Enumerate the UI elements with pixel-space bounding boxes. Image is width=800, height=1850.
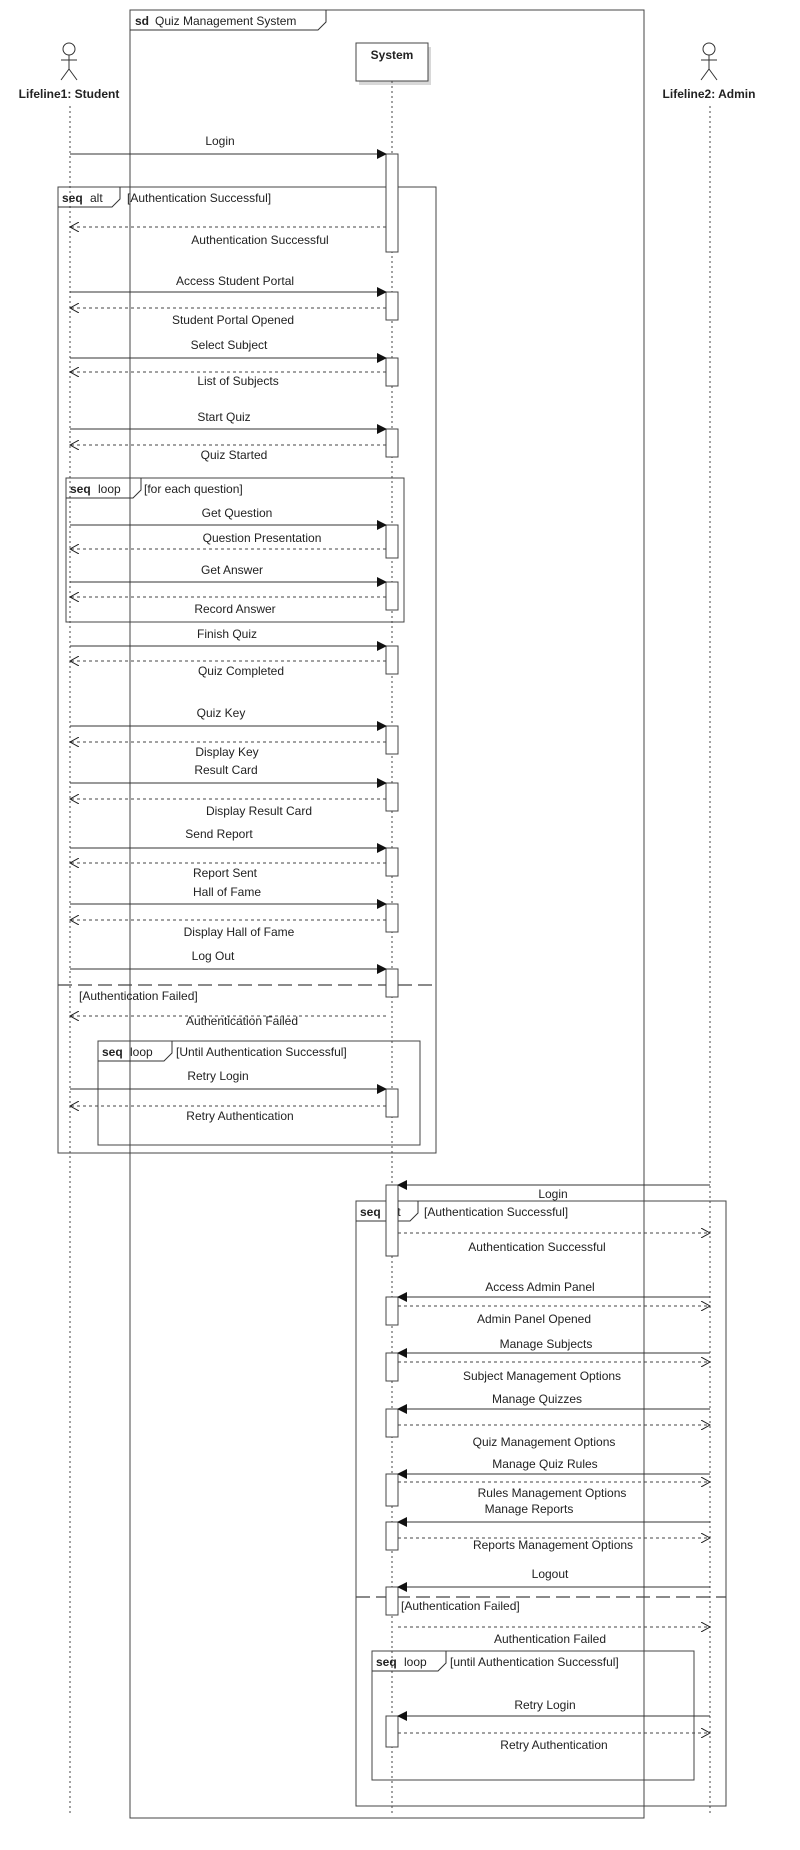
message-label: Authentication Failed (494, 1632, 606, 1646)
student-loop2-guard: [Until Authentication Successful] (176, 1045, 347, 1059)
message-label: Authentication Successful (468, 1240, 605, 1254)
activation-bar (385, 1352, 399, 1382)
message-label: Quiz Started (201, 448, 268, 462)
activation-bar (385, 1473, 399, 1507)
admin-alt-guard: [Authentication Successful] (424, 1205, 568, 1219)
sd-frame-title: Quiz Management System (155, 14, 296, 28)
participant-student: Lifeline1: Student (19, 42, 120, 1816)
message-label: Retry Login (514, 1698, 575, 1712)
activation-bar (385, 428, 399, 458)
message-label: Manage Quiz Rules (492, 1457, 597, 1471)
admin-loop-guard: [until Authentication Successful] (450, 1655, 619, 1669)
activation-bar (385, 1715, 399, 1748)
message-label: Select Subject (191, 338, 268, 352)
student-alt-keyword: seq (62, 191, 83, 205)
student-loop1-keyword: seq (70, 482, 91, 496)
activation-bar (385, 968, 399, 998)
admin-loop-operator: loop (404, 1655, 427, 1669)
message-label: Quiz Completed (198, 664, 284, 678)
student-loop-fragment-retry: seq loop [Until Authentication Successfu… (97, 1040, 421, 1146)
message-label: Retry Authentication (186, 1109, 293, 1123)
activation-bar (385, 581, 399, 611)
message-label: Get Answer (201, 563, 263, 577)
message-label: Login (538, 1187, 567, 1201)
message-label: Question Presentation (203, 531, 322, 545)
message-label: Record Answer (194, 602, 275, 616)
student-alt-guard: [Authentication Successful] (127, 191, 271, 205)
admin-loop-keyword: seq (376, 1655, 397, 1669)
message-label: Reports Management Options (473, 1538, 633, 1552)
message-label: Admin Panel Opened (477, 1312, 591, 1326)
admin-messages: Login Authentication Successful Access A… (397, 1180, 710, 1752)
student-loop1-operator: loop (98, 482, 121, 496)
student-lifeline-label: Lifeline1: Student (19, 87, 120, 101)
message-label: List of Subjects (197, 374, 278, 388)
message-label: Start Quiz (197, 410, 250, 424)
student-messages: Login Authentication Successful Access S… (70, 134, 387, 1123)
activation-bar (385, 1184, 399, 1257)
admin-alt-keyword: seq (360, 1205, 381, 1219)
message-label: Manage Quizzes (492, 1392, 582, 1406)
activation-bar (385, 782, 399, 812)
sd-frame: sd Quiz Management System (129, 9, 645, 1819)
activation-bar (385, 524, 399, 559)
activation-bar (385, 725, 399, 755)
message-label: Rules Management Options (478, 1486, 627, 1500)
message-label: Display Result Card (206, 804, 312, 818)
message-label: Send Report (185, 827, 253, 841)
message-label: Login (205, 134, 234, 148)
message-label: Subject Management Options (463, 1369, 621, 1383)
admin-activation-bars (385, 1184, 399, 1748)
message-label: Manage Subjects (500, 1337, 593, 1351)
activation-bar (385, 1586, 399, 1616)
message-label: Retry Login (187, 1069, 248, 1083)
activation-bar (385, 903, 399, 933)
activation-bar (385, 153, 399, 253)
participant-admin: Lifeline2: Admin (663, 42, 756, 1816)
message-label: Result Card (194, 763, 257, 777)
activation-bar (385, 1521, 399, 1551)
activation-bar (385, 357, 399, 387)
message-label: Logout (532, 1567, 569, 1581)
message-label: Finish Quiz (197, 627, 257, 641)
student-alt-operator: alt (90, 191, 103, 205)
admin-alt-fragment: seq alt [Authentication Successful] [Aut… (355, 1200, 727, 1807)
activation-bar (385, 645, 399, 675)
message-label: Report Sent (193, 866, 258, 880)
student-activation-bars (385, 153, 399, 1118)
activation-bar (385, 1296, 399, 1326)
message-label: Display Hall of Fame (184, 925, 295, 939)
message-label: Display Key (195, 745, 258, 759)
message-label: Access Student Portal (176, 274, 294, 288)
message-label: Student Portal Opened (172, 313, 294, 327)
system-lifeline-label: System (371, 48, 414, 62)
actor-stick-figure-admin (700, 42, 718, 81)
student-alt-fragment: seq alt [Authentication Successful] [Aut… (57, 186, 437, 1154)
admin-else-guard: [Authentication Failed] (401, 1599, 520, 1613)
actor-stick-figure-student (60, 42, 78, 81)
message-label: Quiz Key (197, 706, 246, 720)
message-label: Log Out (192, 949, 235, 963)
message-label: Retry Authentication (500, 1738, 607, 1752)
message-label: Hall of Fame (193, 885, 261, 899)
message-label: Authentication Failed (186, 1014, 298, 1028)
admin-lifeline-label: Lifeline2: Admin (663, 87, 756, 101)
student-else-guard: [Authentication Failed] (79, 989, 198, 1003)
student-loop2-operator: loop (130, 1045, 153, 1059)
sd-frame-keyword: sd (135, 14, 149, 28)
message-label: Access Admin Panel (485, 1280, 594, 1294)
message-label: Authentication Successful (191, 233, 328, 247)
student-loop2-keyword: seq (102, 1045, 123, 1059)
activation-bar (385, 847, 399, 877)
student-loop1-guard: [for each question] (144, 482, 243, 496)
activation-bar (385, 1088, 399, 1118)
activation-bar (385, 291, 399, 321)
student-loop-fragment-questions: seq loop [for each question] (65, 477, 405, 623)
message-label: Manage Reports (485, 1502, 574, 1516)
activation-bar (385, 1408, 399, 1438)
message-label: Quiz Management Options (473, 1435, 616, 1449)
message-label: Get Question (202, 506, 273, 520)
